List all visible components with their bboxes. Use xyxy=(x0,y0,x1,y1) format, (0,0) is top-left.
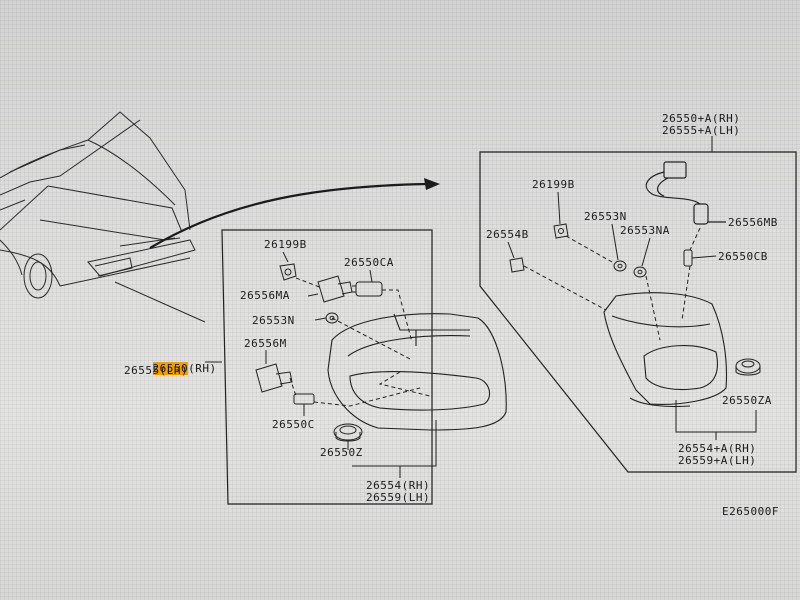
label-26553n-right: 26553N xyxy=(584,210,627,223)
label-26554b: 26554B xyxy=(486,228,529,241)
gasket-26550z-part xyxy=(333,423,363,450)
left-assembly-box xyxy=(221,229,433,505)
label-26559-lh: 26559(LH) xyxy=(366,491,431,504)
washer-26553n-right-part xyxy=(611,223,627,272)
label-26550z: 26550Z xyxy=(320,446,363,459)
label-26559a-lh: 26559+A(LH) xyxy=(678,454,757,467)
label-26553na: 26553NA xyxy=(620,224,670,237)
curved-arrow-line xyxy=(149,182,429,249)
label-26553n: 26553N xyxy=(252,314,295,327)
socket-26556m-part xyxy=(255,350,293,393)
label-26550a-rh: 26550+A(RH) xyxy=(662,112,741,125)
label-26556m: 26556M xyxy=(244,337,287,350)
label-26554-rh: 26554(RH) xyxy=(366,479,431,492)
label-26555a-lh: 26555+A(LH) xyxy=(662,124,741,137)
left-bottom-bracket xyxy=(352,420,437,478)
label-26199b: 26199B xyxy=(264,238,307,251)
label-26556mb: 26556MB xyxy=(728,216,778,229)
label-26556ma: 26556MA xyxy=(240,289,290,302)
main-part-label: 26550(RH) xyxy=(124,352,217,385)
curved-arrow-head xyxy=(424,178,440,190)
label-26550ca: 26550CA xyxy=(344,256,394,269)
right-dashed-leaders xyxy=(523,227,701,341)
car-rear-sketch xyxy=(0,111,196,299)
right-bottom-bracket xyxy=(675,400,757,440)
tail-lamp-housing-left xyxy=(327,313,507,431)
label-26199b-right: 26199B xyxy=(532,178,575,191)
label-26554a-rh: 26554+A(RH) xyxy=(678,442,757,455)
label-26550za: 26550ZA xyxy=(722,394,772,407)
figure-code: E265000F xyxy=(722,505,779,518)
washer-26553na-right-part xyxy=(633,237,651,278)
bulb-26550cb-part xyxy=(683,249,717,267)
label-26550cb: 26550CB xyxy=(718,250,768,263)
bulb-26550ca-part xyxy=(352,269,383,297)
left-dashed-leaders xyxy=(289,277,431,407)
gasket-26550za-part xyxy=(735,358,761,376)
main-part-label-lh: 26555(LH) xyxy=(124,364,189,377)
car-leader-line xyxy=(114,281,206,323)
tail-lamp-housing-right xyxy=(603,292,728,408)
washer-26553n-part xyxy=(314,312,339,324)
bulb-26550c-part xyxy=(293,393,315,416)
screw-26554b-part xyxy=(507,241,525,273)
highlighted-part-number[interactable]: 26550 xyxy=(152,362,189,375)
label-26550c: 26550C xyxy=(272,418,315,431)
clip-26199b-right-part xyxy=(553,191,569,239)
main-rh-suffix: (RH) xyxy=(188,362,217,375)
harness-26556mb-part xyxy=(645,161,726,225)
socket-26556ma-part xyxy=(307,275,353,303)
clip-26199b-part xyxy=(279,251,297,281)
right-assembly-box xyxy=(479,151,797,473)
